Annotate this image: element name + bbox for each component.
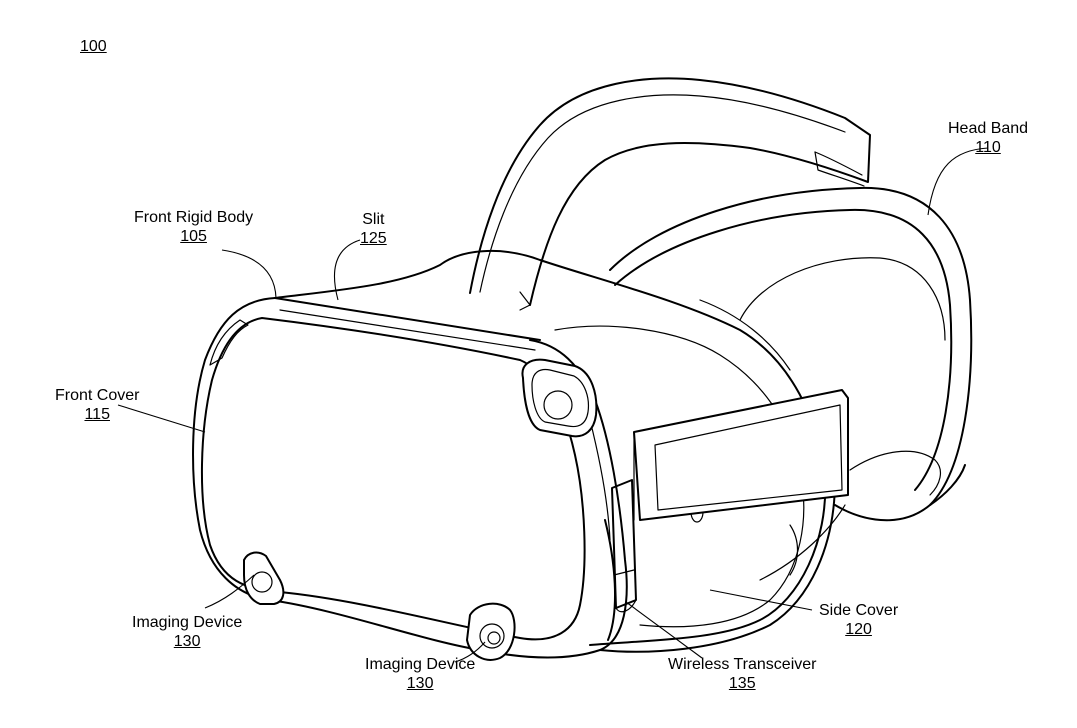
label-front-cover: Front Cover 115 <box>55 386 139 424</box>
label-number: 110 <box>948 138 1028 157</box>
label-front-rigid-body: Front Rigid Body 105 <box>134 208 253 246</box>
leader-head-band <box>928 148 988 215</box>
label-head-band: Head Band 110 <box>948 119 1028 157</box>
label-wireless-transceiver: Wireless Transceiver 135 <box>668 655 816 693</box>
leader-front-rigid-body <box>222 250 276 298</box>
label-name: Side Cover <box>819 601 898 620</box>
label-imaging-device-left: Imaging Device 130 <box>132 613 242 651</box>
label-number: 130 <box>365 674 475 693</box>
label-name: Imaging Device <box>365 655 475 674</box>
label-imaging-device-bottom: Imaging Device 130 <box>365 655 475 693</box>
figure-number: 100 <box>80 38 107 56</box>
label-name: Front Rigid Body <box>134 208 253 227</box>
label-number: 125 <box>360 229 387 248</box>
label-number: 135 <box>668 674 816 693</box>
leader-wireless-transceiver <box>626 602 702 658</box>
label-name: Head Band <box>948 119 1028 138</box>
label-side-cover: Side Cover 120 <box>819 601 898 639</box>
side-rail-shape <box>634 390 848 520</box>
label-name: Imaging Device <box>132 613 242 632</box>
label-number: 120 <box>819 620 898 639</box>
label-number: 105 <box>134 227 253 246</box>
bottom-imaging-device-shape <box>467 604 515 660</box>
label-name: Slit <box>360 210 387 229</box>
head-band-shape <box>610 188 971 580</box>
label-slit: Slit 125 <box>360 210 387 248</box>
top-strap-shape <box>470 78 870 310</box>
label-name: Front Cover <box>55 386 139 405</box>
tracking-sensor-shape <box>522 360 596 437</box>
label-name: Wireless Transceiver <box>668 655 816 674</box>
label-number: 115 <box>55 405 139 424</box>
label-number: 130 <box>132 632 242 651</box>
